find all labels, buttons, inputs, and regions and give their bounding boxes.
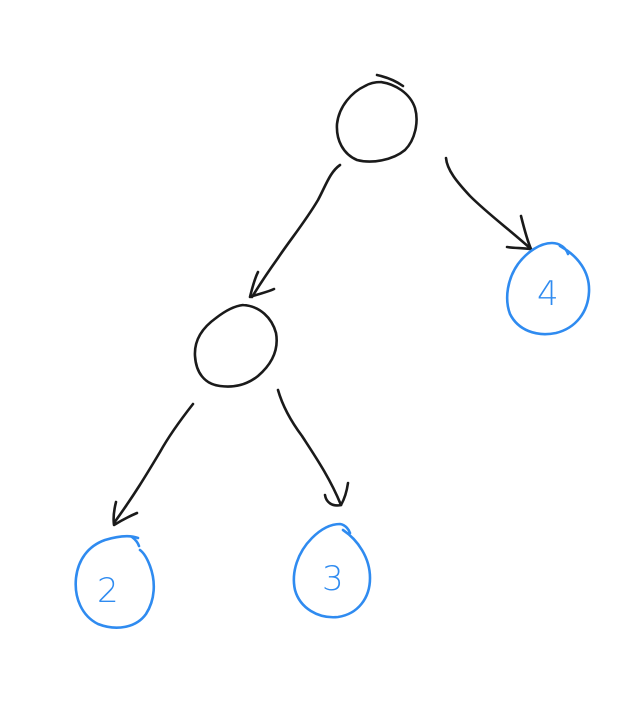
leaf-3-label: 3 xyxy=(322,559,344,599)
edge-left-internal-to-leaf-2 xyxy=(112,402,195,527)
node-leaf-2: 2 xyxy=(74,534,156,629)
node-left-internal xyxy=(193,303,278,388)
edge-root-to-left-internal xyxy=(248,163,342,299)
node-leaf-4: 4 xyxy=(505,241,591,336)
edge-left-internal-to-leaf-3 xyxy=(276,388,350,507)
leaf-2-label: 2 xyxy=(97,571,119,611)
node-root xyxy=(335,73,418,163)
node-leaf-3: 3 xyxy=(292,522,372,619)
leaf-4-label: 4 xyxy=(537,274,559,314)
edge-root-to-leaf-4 xyxy=(444,156,533,251)
